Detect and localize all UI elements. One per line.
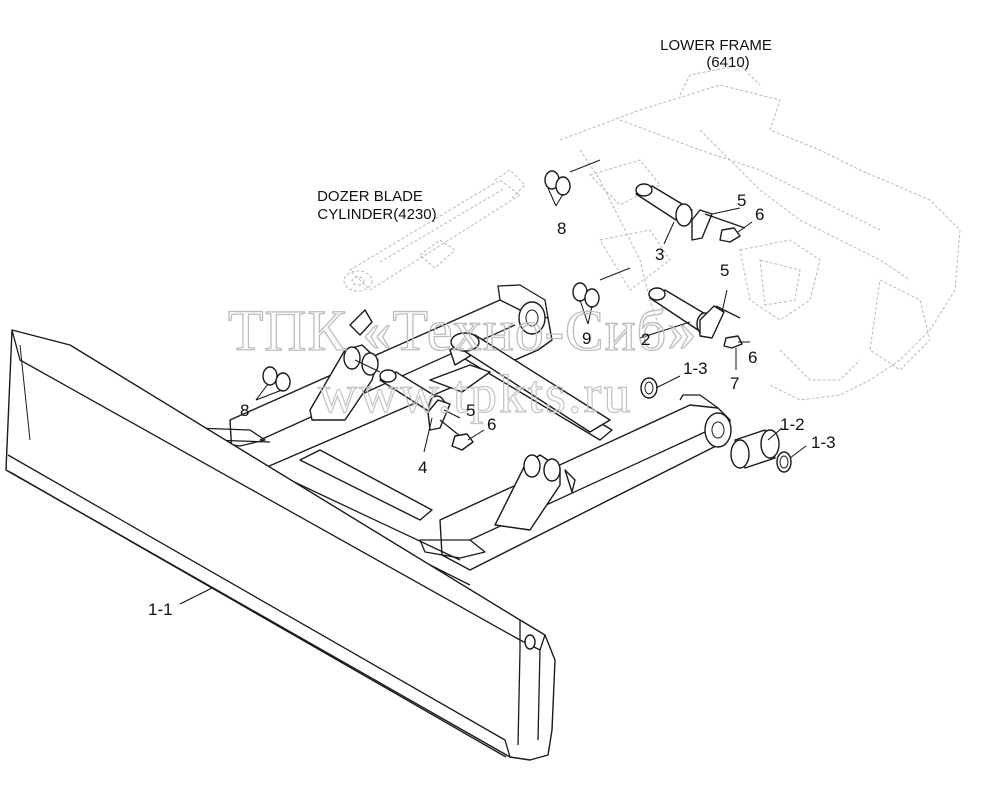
callout-6-top: 6 [755, 205, 764, 224]
callout-1-3-mid: 1-3 [683, 359, 708, 378]
lower-frame-code: (6410) [706, 54, 749, 71]
callout-8-left: 8 [240, 401, 249, 420]
watermark-url: www.tpkts.ru [318, 364, 633, 424]
dozer-blade [5, 329, 556, 761]
centerlines [354, 159, 631, 373]
callout-4: 4 [418, 458, 427, 477]
callout-5-top: 5 [737, 191, 746, 210]
callout-1-2: 1-2 [780, 415, 805, 434]
leader-lines [179, 187, 807, 605]
part-5-plate-top [691, 209, 746, 241]
dozer-cylinder-code: CYLINDER(4230) [317, 206, 436, 223]
callout-1-3-right: 1-3 [811, 433, 836, 452]
callout-9: 9 [582, 329, 591, 348]
lower-frame-phantom [559, 64, 961, 401]
part-6-bolt-top [719, 227, 741, 243]
callout-3: 3 [655, 245, 664, 264]
callout-8-top: 8 [557, 219, 566, 238]
lower-frame-label: LOWER FRAME [660, 37, 772, 54]
callout-1-1: 1-1 [148, 600, 173, 619]
watermark-company: ТПК «Техно-Сиб» [228, 298, 697, 363]
dozer-cylinder-phantom [343, 169, 526, 292]
callout-7: 7 [730, 374, 739, 393]
part-1-3-ring-right [776, 451, 792, 473]
blade-brackets [194, 309, 576, 559]
callout-2: 2 [641, 330, 650, 349]
callout-6-low: 6 [487, 415, 496, 434]
part-8-rings-left [262, 366, 291, 392]
callout-5-low: 5 [466, 401, 475, 420]
dozer-cylinder-label: DOZER BLADE [317, 188, 423, 205]
callout-5-mid: 5 [720, 261, 729, 280]
part-6-bolt-mid [723, 335, 743, 349]
part-8-rings-top [544, 170, 571, 196]
part-1-3-ring-mid [640, 377, 658, 399]
part-6-bolt-low [451, 433, 474, 451]
part-5-plate-mid [699, 305, 741, 339]
callout-6-mid: 6 [748, 348, 757, 367]
watermark: ТПК «Техно-Сиб» www.tpkts.ru [227, 297, 697, 424]
part-1-2-bushing [730, 429, 780, 469]
part-3-pin [635, 183, 693, 227]
